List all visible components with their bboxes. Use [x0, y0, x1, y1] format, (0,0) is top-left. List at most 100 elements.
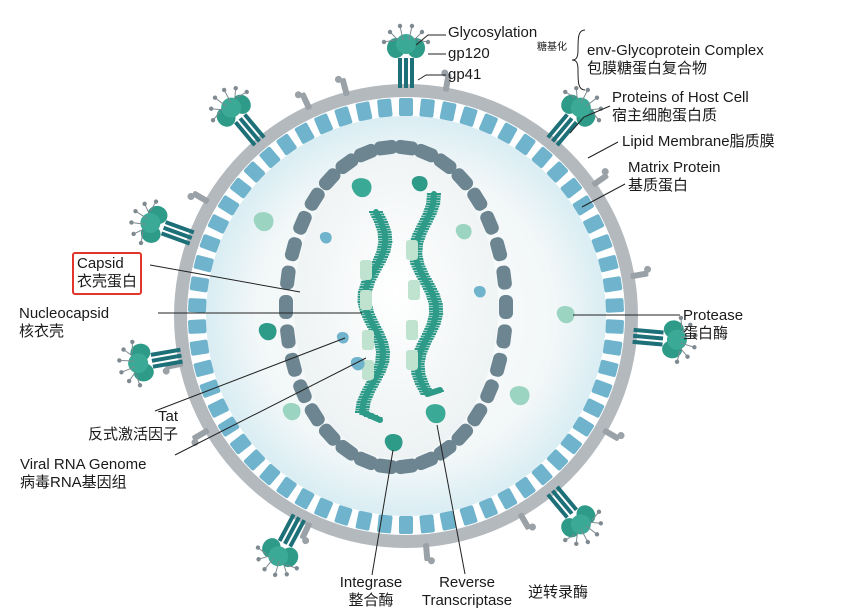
matrix-protein-tile: [546, 161, 569, 183]
matrix-protein-tile: [355, 101, 373, 122]
viral-rna-genome: [355, 191, 444, 423]
capsid-protein-segment: [394, 458, 419, 475]
capsid-protein-segment: [490, 352, 508, 377]
capsid-protein-segment: [335, 153, 359, 175]
capsid-protein-segment: [284, 352, 302, 377]
integrase-enzyme-icon: [411, 176, 428, 192]
integrase-enzyme-icon: [384, 434, 403, 452]
env-glycoprotein-spike-icon: [129, 199, 195, 246]
matrix-protein-tile: [419, 514, 435, 534]
capsid-protein-segment: [433, 153, 457, 175]
matrix-protein-ring: [188, 98, 624, 534]
matrix-protein-tile: [560, 433, 582, 455]
nucleocapsid-protein: [360, 260, 372, 280]
matrix-protein-tile: [193, 255, 214, 273]
glycosylation-zh-label: 糖基化: [537, 42, 567, 53]
nucleocapsid-protein: [406, 350, 418, 370]
capsid-protein-segment: [451, 168, 474, 191]
host-protein-icon: [299, 522, 312, 545]
protease-label: Protease 蛋白酶: [683, 307, 744, 342]
matrix-protein-tile: [497, 122, 518, 144]
glycosylation-label: Glycosylation: [448, 24, 538, 41]
matrix-protein-tile: [189, 276, 210, 293]
matrix-protein-tile: [243, 161, 266, 183]
env-glycoprotein-spike-icon: [546, 485, 604, 547]
gp41-label: gp41: [448, 66, 482, 83]
env-glycoprotein-spike-icon: [546, 85, 604, 147]
host-protein-icon: [187, 191, 210, 204]
host-cell-proteins-label: Proteins of Host Cell 宿主细胞蛋白质: [612, 89, 749, 124]
capsid-core: [279, 139, 513, 475]
matrix-protein-tile: [334, 106, 353, 127]
env-glycoprotein-complex-label: env-Glycoprotein Complex 包膜糖蛋白复合物: [587, 42, 764, 77]
matrix-protein-tile: [294, 488, 315, 510]
matrix-protein-tile: [459, 505, 478, 526]
matrix-protein-tile: [572, 416, 594, 437]
nucleocapsid-protein: [406, 240, 418, 260]
matrix-protein-tile: [605, 298, 624, 313]
matrix-protein-tile: [439, 101, 457, 122]
matrix-protein-tile: [572, 195, 594, 216]
protease-enzyme-icon: [556, 306, 575, 324]
matrix-protein-tile: [419, 98, 435, 118]
capsid-protein-segment: [318, 168, 341, 191]
reverse-transcriptase-label: Reverse Transcriptase: [421, 574, 513, 609]
capsid-protein-segment: [467, 187, 488, 211]
matrix-protein-tile: [459, 106, 478, 127]
matrix-protein-tile: [515, 133, 536, 156]
matrix-protein-tile: [377, 98, 393, 118]
env-glycoprotein-spike-icon: [208, 85, 266, 147]
matrix-protein-tile: [479, 497, 498, 519]
integrase-label: Integrase 整合酶: [339, 574, 403, 609]
capsid-protein-segment: [480, 210, 499, 235]
matrix-protein-tile: [188, 298, 207, 313]
matrix-protein-tile: [531, 464, 553, 486]
matrix-protein-tile: [399, 98, 413, 116]
nucleocapsid-protein: [406, 320, 418, 340]
matrix-protein-tile: [314, 113, 333, 135]
matrix-protein-tile: [230, 177, 252, 199]
enzyme-blob-icon: [509, 386, 530, 406]
matrix-protein-tile: [399, 516, 413, 534]
matrix-protein-tile: [207, 398, 229, 418]
host-protein-icon: [423, 543, 435, 565]
host-protein-icon: [334, 75, 350, 97]
capsid-protein-segment: [414, 143, 439, 163]
capsid-protein-segment: [280, 324, 296, 349]
nucleocapsid-protein: [408, 280, 420, 300]
matrix-protein-tile: [276, 476, 297, 499]
enzyme-blob-icon: [455, 224, 472, 240]
capsid-label: Capsid 衣壳蛋白: [72, 252, 143, 295]
matrix-protein-tile: [218, 416, 240, 437]
capsid-protein-segment: [353, 143, 378, 163]
capsid-protein-segment: [490, 237, 508, 262]
label-leader-lines: [149, 29, 680, 576]
capsid-protein-segment: [279, 295, 293, 319]
nucleocapsid-protein: [362, 330, 374, 350]
reverse-transcriptase-enzyme-icon: [425, 404, 446, 424]
matrix-protein-tile: [334, 505, 353, 526]
env-glycoprotein-spike-icon: [381, 23, 431, 88]
matrix-protein-tile: [294, 122, 315, 144]
viral-rna-genome-label: Viral RNA Genome 病毒RNA基因组: [20, 456, 147, 491]
capsid-protein-segment: [373, 458, 398, 475]
capsid-protein-segment: [480, 379, 499, 404]
enzymes: [253, 176, 575, 452]
tat-protein-icon: [336, 332, 349, 344]
host-protein-icon: [591, 168, 609, 187]
matrix-protein-tile: [583, 214, 605, 234]
capsid-protein-segment: [394, 139, 419, 156]
capsid-protein-segment: [353, 451, 378, 471]
host-protein-icon: [602, 428, 625, 441]
gp120-label: gp120: [448, 45, 490, 62]
matrix-protein-tile: [497, 488, 518, 510]
capsid-protein-segment: [335, 439, 359, 461]
host-protein-icon: [294, 91, 312, 110]
capsid-protein-segment: [318, 423, 341, 446]
matrix-protein-tile: [598, 255, 619, 273]
matrix-protein-tile: [259, 146, 281, 168]
matrix-protein-tile: [259, 464, 281, 486]
capsid-protein-segment: [280, 265, 296, 290]
matrix-protein-tile: [583, 398, 605, 418]
nucleocapsid-protein: [362, 360, 374, 380]
